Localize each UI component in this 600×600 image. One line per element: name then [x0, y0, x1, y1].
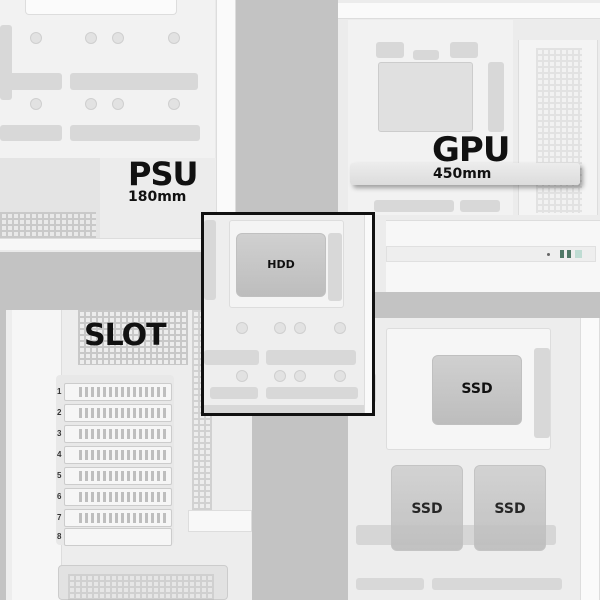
standoff	[30, 32, 42, 44]
rear-vent	[78, 310, 188, 365]
psu-shroud-front	[100, 158, 216, 238]
cable-cutout	[266, 387, 358, 399]
standoff	[112, 32, 124, 44]
bottom-fan-grille	[68, 574, 214, 600]
expansion-slot: 2	[57, 404, 172, 422]
standoff	[274, 370, 286, 382]
cable-cutout	[0, 73, 62, 90]
psu-shroud-corner	[188, 510, 252, 532]
standoff	[112, 98, 124, 110]
psu-shroud-edge	[204, 405, 364, 413]
ssd-label: SSD	[494, 501, 526, 517]
gpu-card	[350, 163, 580, 185]
gpu-length: 450mm	[433, 166, 492, 182]
ssd-label: SSD	[461, 381, 493, 397]
ssd-label: SSD	[411, 501, 443, 517]
standoff	[236, 370, 248, 382]
cable-cutout	[374, 200, 454, 212]
psu-title: PSU	[128, 155, 198, 193]
expansion-slot: 8	[57, 528, 172, 546]
usb-port	[567, 250, 571, 258]
gpu-panel: GPU 450mm	[338, 0, 600, 292]
cable-cutout	[0, 125, 62, 141]
standoff	[168, 32, 180, 44]
psu-panel: PSU 180mm	[0, 0, 236, 252]
front-mesh	[536, 48, 582, 213]
top-io-strip	[338, 3, 600, 19]
tray-cutout	[328, 233, 342, 301]
shroud-vent	[0, 212, 96, 238]
case-frame-rail	[216, 0, 236, 252]
ssd-panel: SSD SSD SSD	[348, 318, 600, 600]
slot-title: SLOT	[84, 318, 167, 353]
expansion-slot: 6	[57, 488, 172, 506]
case-side-frame	[12, 310, 62, 600]
front-panel-frame	[518, 40, 598, 215]
standoff	[294, 370, 306, 382]
ssd-drive-top: SSD	[432, 355, 522, 425]
usb-port	[560, 250, 564, 258]
expansion-slot: 5	[57, 467, 172, 485]
cable-cutout	[70, 73, 198, 90]
standoff	[168, 98, 180, 110]
io-led-indicator	[547, 253, 550, 256]
hdd-label: HDD	[267, 258, 295, 271]
case-frame-rail	[580, 318, 600, 600]
standoff	[334, 322, 346, 334]
slot-panel: 1 2 3 4 5 6 7 8 SLOT	[6, 310, 252, 600]
tray-cutout	[534, 348, 550, 438]
top-bracket	[25, 0, 177, 15]
case-bottom-edge	[0, 238, 216, 250]
cable-cutout	[70, 125, 200, 141]
hdd-panel: HDD	[201, 212, 375, 416]
standoff	[294, 322, 306, 334]
cable-cutout	[266, 350, 356, 365]
standoff	[236, 322, 248, 334]
gpu-title: GPU	[432, 130, 510, 170]
standoff	[85, 32, 97, 44]
cpu-cutout	[378, 62, 473, 132]
usb-c-port	[575, 250, 582, 258]
cable-cutout	[450, 42, 478, 58]
ssd-drive-bottom-left: SSD	[391, 465, 463, 551]
expansion-slot: 4	[57, 446, 172, 464]
cable-cutout	[204, 350, 259, 365]
cable-cutout	[432, 578, 562, 590]
cable-cutout	[356, 578, 424, 590]
standoff	[30, 98, 42, 110]
front-io-bar	[386, 246, 596, 262]
cable-cutout	[376, 42, 404, 58]
cable-cutout	[460, 200, 500, 212]
cable-cutout	[488, 62, 504, 132]
standoff	[85, 98, 97, 110]
expansion-slot: 7	[57, 509, 172, 527]
ssd-drive-bottom-right: SSD	[474, 465, 546, 551]
cable-cutout	[204, 220, 216, 300]
cable-cutout	[210, 387, 258, 399]
expansion-slot: 1	[57, 383, 172, 401]
hdd-drive: HDD	[236, 233, 326, 297]
psu-length: 180mm	[128, 189, 187, 205]
expansion-slot: 3	[57, 425, 172, 443]
standoff	[274, 322, 286, 334]
cable-cutout	[413, 50, 439, 60]
case-frame-rail	[364, 215, 372, 413]
standoff	[334, 370, 346, 382]
